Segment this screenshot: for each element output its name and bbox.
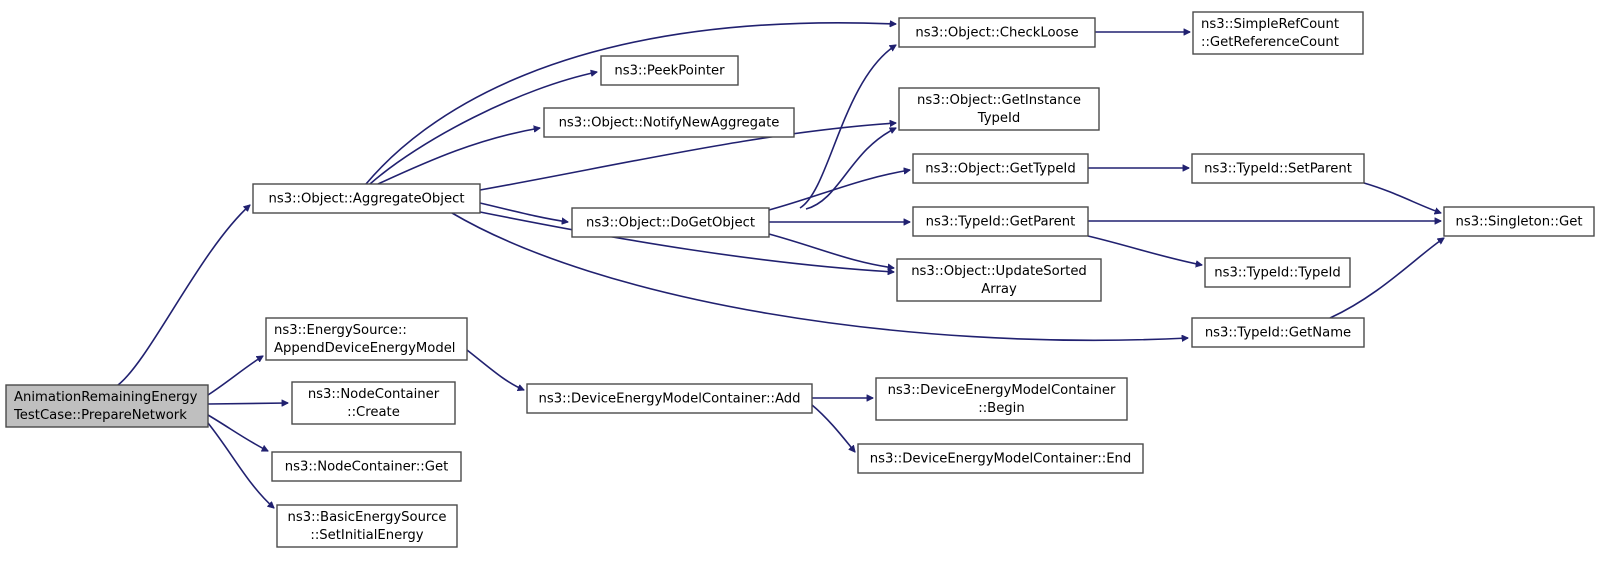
node-label-simple_ref_count: ns3::SimpleRefCount (1201, 17, 1339, 32)
node-label-node_container_create: ns3::NodeContainer (308, 387, 440, 402)
node-label-check_loose: ns3::Object::CheckLoose (915, 26, 1078, 41)
node-box-update_sorted_array[interactable] (896, 258, 1102, 302)
node-box-root[interactable] (5, 384, 209, 428)
node-label-device_energy_end: ns3::DeviceEnergyModelContainer::End (870, 452, 1132, 467)
node-aggregate_object[interactable]: ns3::Object::AggregateObject (252, 183, 481, 214)
edge-type_id_get_name-to-singleton_get (1329, 238, 1444, 319)
edge-aggregate_object-to-check_loose (365, 23, 896, 185)
node-type_id_get_name[interactable]: ns3::TypeId::GetName (1191, 317, 1365, 348)
node-box-singleton_get[interactable] (1443, 206, 1595, 237)
node-box-basic_energy_source[interactable] (276, 504, 458, 548)
node-box-peek_pointer[interactable] (600, 55, 739, 86)
node-label-root: AnimationRemainingEnergy (14, 390, 198, 405)
node-notify_new_aggregate[interactable]: ns3::Object::NotifyNewAggregate (543, 107, 795, 138)
edge-device_energy_add-to-device_energy_end (811, 404, 855, 452)
node-type_id_get_parent[interactable]: ns3::TypeId::GetParent (912, 206, 1089, 237)
node-label-device_energy_begin: ::Begin (978, 401, 1024, 416)
node-device_energy_end[interactable]: ns3::DeviceEnergyModelContainer::End (857, 443, 1144, 474)
node-label-simple_ref_count: ::GetReferenceCount (1201, 35, 1339, 50)
node-box-device_energy_end[interactable] (857, 443, 1144, 474)
edge-root-to-node_container_get (207, 414, 268, 452)
edge-do_get_object-to-get_instance_type_id (805, 127, 896, 210)
edge-aggregate_object-to-update_sorted_array (479, 211, 894, 272)
node-do_get_object[interactable]: ns3::Object::DoGetObject (571, 207, 770, 238)
node-check_loose[interactable]: ns3::Object::CheckLoose (898, 17, 1096, 48)
node-box-device_energy_begin[interactable] (875, 377, 1128, 421)
node-box-get_instance_type_id[interactable] (898, 87, 1100, 131)
node-label-type_id_type_id: ns3::TypeId::TypeId (1214, 266, 1341, 281)
edge-do_get_object-to-update_sorted_array (768, 233, 894, 268)
node-label-type_id_get_name: ns3::TypeId::GetName (1205, 326, 1351, 341)
node-device_energy_add[interactable]: ns3::DeviceEnergyModelContainer::Add (526, 383, 813, 414)
node-type_id_type_id[interactable]: ns3::TypeId::TypeId (1204, 257, 1351, 288)
edge-do_get_object-to-object_get_type_id (768, 170, 910, 211)
node-box-type_id_get_name[interactable] (1191, 317, 1365, 348)
node-label-basic_energy_source: ::SetInitialEnergy (310, 528, 423, 543)
node-root[interactable]: AnimationRemainingEnergyTestCase::Prepar… (5, 384, 209, 428)
node-box-aggregate_object[interactable] (252, 183, 481, 214)
edge-type_id_set_parent-to-singleton_get (1363, 182, 1441, 213)
node-peek_pointer[interactable]: ns3::PeekPointer (600, 55, 739, 86)
node-node_container_create[interactable]: ns3::NodeContainer::Create (291, 381, 456, 425)
edge-root-to-energy_source_append (207, 355, 263, 396)
edge-root-to-node_container_create (207, 403, 288, 404)
edge-layer (117, 23, 1444, 508)
node-label-node_container_get: ns3::NodeContainer::Get (285, 460, 449, 475)
node-label-root: TestCase::PrepareNetwork (13, 408, 187, 423)
node-singleton_get[interactable]: ns3::Singleton::Get (1443, 206, 1595, 237)
node-box-do_get_object[interactable] (571, 207, 770, 238)
node-label-notify_new_aggregate: ns3::Object::NotifyNewAggregate (559, 116, 780, 131)
node-label-singleton_get: ns3::Singleton::Get (1455, 215, 1582, 230)
node-label-get_instance_type_id: TypeId (977, 111, 1021, 126)
node-box-device_energy_add[interactable] (526, 383, 813, 414)
edge-energy_source_append-to-device_energy_add (466, 349, 524, 390)
node-object_get_type_id[interactable]: ns3::Object::GetTypeId (912, 153, 1089, 184)
edge-aggregate_object-to-do_get_object (479, 202, 568, 222)
node-label-type_id_set_parent: ns3::TypeId::SetParent (1204, 162, 1352, 177)
node-box-simple_ref_count[interactable] (1192, 11, 1364, 55)
node-box-type_id_type_id[interactable] (1204, 257, 1351, 288)
edge-aggregate_object-to-peek_pointer (369, 72, 597, 185)
node-layer: AnimationRemainingEnergyTestCase::Prepar… (5, 11, 1595, 548)
node-label-energy_source_append: ns3::EnergySource:: (274, 323, 407, 338)
node-box-node_container_get[interactable] (271, 451, 462, 482)
node-box-type_id_get_parent[interactable] (912, 206, 1089, 237)
node-simple_ref_count[interactable]: ns3::SimpleRefCount::GetReferenceCount (1192, 11, 1364, 55)
node-type_id_set_parent[interactable]: ns3::TypeId::SetParent (1191, 153, 1365, 184)
node-label-update_sorted_array: ns3::Object::UpdateSorted (911, 264, 1087, 279)
node-label-node_container_create: ::Create (347, 405, 400, 420)
node-label-peek_pointer: ns3::PeekPointer (614, 64, 725, 79)
node-box-type_id_set_parent[interactable] (1191, 153, 1365, 184)
edge-aggregate_object-to-notify_new_aggregate (377, 128, 540, 185)
node-label-device_energy_begin: ns3::DeviceEnergyModelContainer (888, 383, 1116, 398)
node-basic_energy_source[interactable]: ns3::BasicEnergySource::SetInitialEnergy (276, 504, 458, 548)
edge-aggregate_object-to-type_id_get_name (451, 212, 1188, 340)
node-label-energy_source_append: AppendDeviceEnergyModel (274, 341, 455, 356)
node-label-aggregate_object: ns3::Object::AggregateObject (268, 192, 464, 207)
node-label-object_get_type_id: ns3::Object::GetTypeId (925, 162, 1075, 177)
edge-root-to-basic_energy_source (207, 422, 274, 508)
node-label-basic_energy_source: ns3::BasicEnergySource (288, 510, 447, 525)
node-label-do_get_object: ns3::Object::DoGetObject (586, 216, 755, 231)
node-box-check_loose[interactable] (898, 17, 1096, 48)
node-box-node_container_create[interactable] (291, 381, 456, 425)
node-box-object_get_type_id[interactable] (912, 153, 1089, 184)
node-box-energy_source_append[interactable] (265, 317, 468, 361)
node-label-type_id_get_parent: ns3::TypeId::GetParent (926, 215, 1076, 230)
node-label-get_instance_type_id: ns3::Object::GetInstance (917, 93, 1081, 108)
node-label-device_energy_add: ns3::DeviceEnergyModelContainer::Add (539, 392, 801, 407)
edge-type_id_get_parent-to-type_id_type_id (1087, 235, 1202, 265)
edge-root-to-aggregate_object (117, 205, 250, 386)
node-box-notify_new_aggregate[interactable] (543, 107, 795, 138)
node-node_container_get[interactable]: ns3::NodeContainer::Get (271, 451, 462, 482)
node-label-update_sorted_array: Array (981, 282, 1017, 297)
node-energy_source_append[interactable]: ns3::EnergySource::AppendDeviceEnergyMod… (265, 317, 468, 361)
node-device_energy_begin[interactable]: ns3::DeviceEnergyModelContainer::Begin (875, 377, 1128, 421)
